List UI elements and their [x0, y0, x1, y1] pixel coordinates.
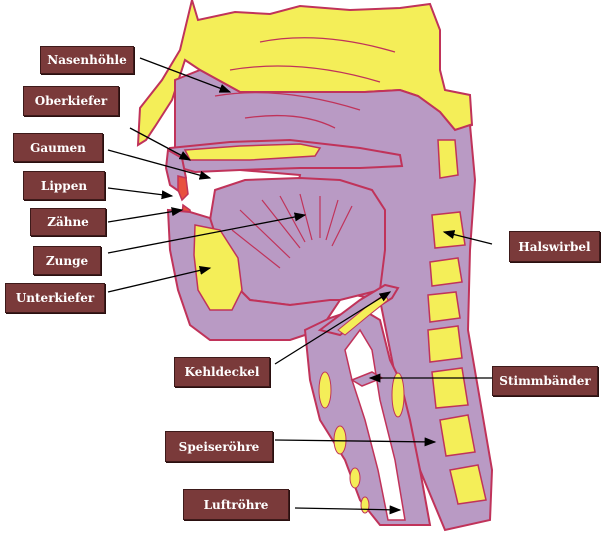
nasal-turbinate-lines	[214, 37, 396, 129]
label-halswirbel: Halswirbel	[509, 231, 600, 262]
arrow-unterkiefer	[107, 265, 212, 293]
arrow-nasenhoehle	[139, 57, 232, 93]
palate-bone	[183, 143, 322, 161]
upper-tooth	[177, 175, 189, 202]
label-gaumen: Gaumen	[13, 133, 103, 162]
arrow-kehldeckel	[274, 291, 392, 365]
label-zunge: Zunge	[33, 246, 101, 275]
label-arrows	[107, 57, 493, 515]
arrow-zaehne	[107, 207, 184, 223]
label-speiseroehre: Speiseröhre	[165, 431, 273, 462]
lower-jaw-bone	[193, 224, 243, 311]
label-oberkiefer: Oberkiefer	[23, 86, 119, 116]
label-stimmbaender: Stimmbänder	[492, 366, 598, 396]
label-zaehne: Zähne	[30, 208, 106, 236]
arrow-oberkiefer	[129, 127, 192, 161]
label-luftroehre: Luftröhre	[183, 489, 289, 520]
arrow-lippen	[107, 187, 174, 200]
label-nasenhoehle: Nasenhöhle	[40, 46, 134, 74]
arrow-luftroehre	[294, 505, 402, 515]
label-lippen: Lippen	[23, 171, 105, 200]
tracheal-cartilage	[318, 371, 405, 514]
vertebrae	[427, 139, 487, 505]
arrow-zunge	[107, 212, 307, 254]
label-kehldeckel: Kehldeckel	[174, 357, 270, 387]
arrow-gaumen	[107, 149, 212, 180]
label-unterkiefer: Unterkiefer	[5, 283, 105, 313]
arrow-halswirbel	[442, 230, 493, 245]
arrow-speiseroehre	[274, 437, 437, 447]
